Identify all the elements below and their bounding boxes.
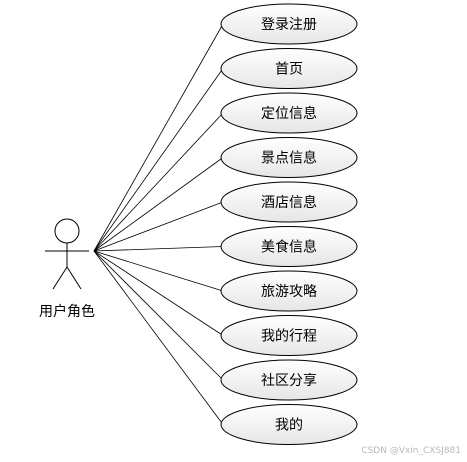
actor-left-leg bbox=[52, 266, 68, 290]
association-line bbox=[93, 250, 224, 425]
actor-head bbox=[54, 218, 80, 244]
use-case: 景点信息 bbox=[220, 137, 358, 178]
use-case: 旅游攻略 bbox=[220, 270, 358, 312]
use-case-label: 社区分享 bbox=[261, 372, 317, 389]
use-case-ellipse bbox=[220, 3, 358, 45]
use-case-label: 酒店信息 bbox=[261, 194, 317, 211]
use-case: 美食信息 bbox=[220, 226, 358, 267]
use-case-label: 定位信息 bbox=[261, 105, 317, 122]
use-case: 定位信息 bbox=[220, 92, 358, 134]
use-case-ellipse bbox=[220, 270, 358, 312]
use-case: 酒店信息 bbox=[220, 181, 358, 223]
association-line bbox=[93, 23, 224, 252]
use-case-ellipse bbox=[220, 48, 358, 89]
use-case-ellipse bbox=[220, 359, 358, 401]
watermark-text: CSDN @Vxin_CXSJ881 bbox=[361, 446, 461, 456]
association-line bbox=[93, 250, 224, 336]
use-case: 首页 bbox=[220, 48, 358, 89]
association-line bbox=[93, 112, 224, 252]
association-line bbox=[93, 250, 224, 292]
use-case: 我的行程 bbox=[220, 315, 358, 356]
use-case-ellipse bbox=[220, 315, 358, 356]
use-case-ellipse bbox=[220, 404, 358, 445]
use-case-ellipse bbox=[220, 181, 358, 223]
actor-label: 用户角色 bbox=[39, 303, 95, 320]
use-case-label: 我的行程 bbox=[261, 329, 317, 345]
use-case: 登录注册 bbox=[220, 3, 358, 45]
use-case: 我的 bbox=[220, 404, 358, 445]
association-line bbox=[93, 246, 224, 252]
use-case-label: 登录注册 bbox=[261, 17, 317, 33]
association-lines bbox=[93, 23, 224, 425]
use-case: 社区分享 bbox=[220, 359, 358, 401]
actor-figure: 用户角色 bbox=[39, 218, 95, 320]
actor-right-leg bbox=[66, 266, 82, 290]
use-case-ellipse bbox=[220, 226, 358, 267]
association-line bbox=[93, 68, 224, 252]
use-case-ellipse bbox=[220, 137, 358, 178]
use-case-label: 美食信息 bbox=[261, 239, 317, 256]
use-case-label: 我的 bbox=[275, 418, 303, 434]
use-case-label: 旅游攻略 bbox=[261, 284, 317, 300]
association-line bbox=[93, 201, 224, 252]
use-case-label: 景点信息 bbox=[261, 150, 317, 167]
use-case-label: 首页 bbox=[275, 62, 303, 78]
association-line bbox=[93, 250, 224, 381]
use-case-ellipse bbox=[220, 92, 358, 134]
association-line bbox=[93, 157, 224, 252]
